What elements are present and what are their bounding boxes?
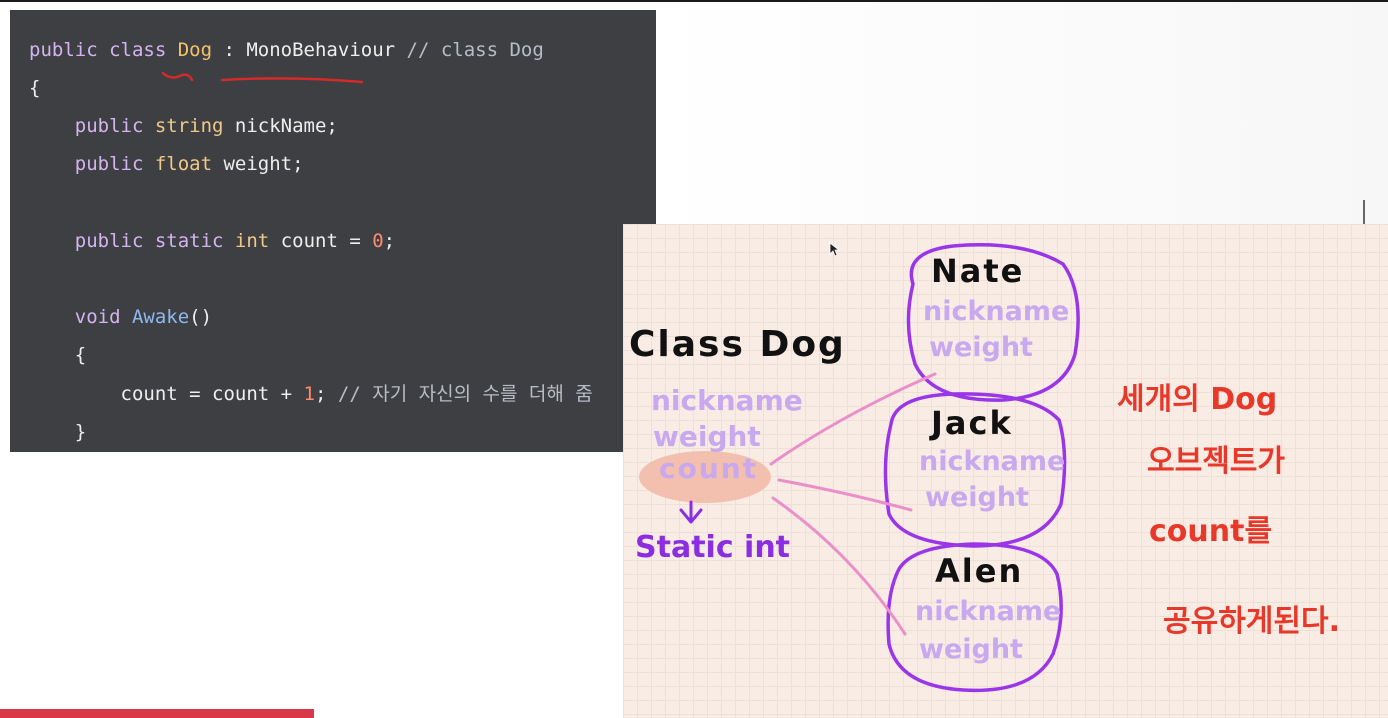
whiteboard-drawing: Class Dog nickname weight count Static i… bbox=[623, 224, 1388, 718]
code-token: public bbox=[29, 115, 155, 137]
code-token: : MonoBehaviour bbox=[212, 39, 407, 61]
code-token: () bbox=[189, 306, 213, 328]
text-cursor-mark bbox=[1363, 200, 1365, 224]
code-line: public string nickName; bbox=[29, 113, 338, 139]
code-token: count = count + bbox=[29, 383, 304, 405]
code-token: } bbox=[29, 421, 87, 443]
code-token: public bbox=[29, 230, 155, 252]
code-token: ; bbox=[383, 230, 396, 252]
link-to-jack bbox=[777, 478, 913, 512]
code-token: // class Dog bbox=[406, 39, 544, 61]
window-top-border bbox=[0, 0, 1388, 2]
mouse-pointer-icon bbox=[829, 242, 841, 257]
code-token: // 자기 자신의 수를 더해 줌 bbox=[337, 383, 593, 405]
object-circle-jack bbox=[883, 392, 1067, 548]
object-name-nate: Nate bbox=[931, 252, 1025, 290]
code-token: Dog bbox=[177, 39, 213, 61]
code-line: { bbox=[29, 75, 40, 101]
code-token: static bbox=[154, 230, 235, 252]
note-line-4: 공유하게된다. bbox=[1163, 604, 1340, 639]
code-token: { bbox=[29, 344, 87, 366]
drawing-strokes bbox=[639, 243, 1080, 693]
class-field-nickname: nickname bbox=[651, 384, 803, 417]
arrow-down bbox=[679, 500, 703, 524]
progress-accent-bar bbox=[0, 709, 314, 718]
nate-field-weight: weight bbox=[929, 332, 1033, 363]
code-token: nickName; bbox=[223, 115, 338, 137]
class-title: Class Dog bbox=[629, 324, 846, 365]
code-line: count = count + 1; // 자기 자신의 수를 더해 줌 bbox=[29, 381, 593, 407]
code-line: } bbox=[29, 419, 86, 445]
code-snippet-panel: public class Dog : MonoBehaviour // clas… bbox=[10, 10, 656, 452]
code-token: string bbox=[154, 115, 224, 137]
code-token: float bbox=[154, 153, 213, 175]
code-token: int bbox=[234, 230, 270, 252]
code-token: count = bbox=[269, 230, 373, 252]
code-token: void bbox=[29, 306, 132, 328]
code-line: { bbox=[29, 342, 86, 368]
note-line-3: count를 bbox=[1149, 514, 1273, 549]
code-line: void Awake() bbox=[29, 304, 212, 330]
note-line-2: 오브젝트가 bbox=[1147, 444, 1285, 479]
alen-field-nickname: nickname bbox=[915, 596, 1062, 627]
code-token: Awake bbox=[131, 306, 190, 328]
code-token: public bbox=[29, 153, 155, 175]
note-line-1: 세개의 Dog bbox=[1117, 382, 1278, 417]
slide-background bbox=[656, 2, 1388, 224]
code-token: ; bbox=[315, 383, 338, 405]
link-to-alen bbox=[771, 496, 907, 636]
jack-field-weight: weight bbox=[925, 482, 1029, 513]
jack-field-nickname: nickname bbox=[919, 446, 1066, 477]
code-token: weight; bbox=[212, 153, 304, 175]
static-label: Static int bbox=[635, 530, 791, 565]
code-token: 0 bbox=[372, 230, 384, 252]
object-circle-nate bbox=[906, 243, 1080, 402]
class-field-weight: weight bbox=[653, 420, 761, 453]
code-token: { bbox=[29, 77, 41, 99]
alen-field-weight: weight bbox=[919, 634, 1023, 665]
link-to-nate bbox=[769, 372, 937, 466]
code-line: public float weight; bbox=[29, 151, 304, 177]
object-name-alen: Alen bbox=[935, 552, 1024, 590]
static-field-count: count bbox=[659, 452, 759, 485]
nate-field-nickname: nickname bbox=[923, 296, 1070, 327]
code-line: public static int count = 0; bbox=[29, 228, 395, 254]
count-highlight bbox=[639, 451, 771, 503]
code-token: 1 bbox=[303, 383, 315, 405]
code-line: public class Dog : MonoBehaviour // clas… bbox=[29, 37, 544, 63]
code-token: public class bbox=[29, 39, 178, 61]
object-circle-alen bbox=[886, 542, 1063, 693]
object-name-jack: Jack bbox=[931, 404, 1013, 442]
